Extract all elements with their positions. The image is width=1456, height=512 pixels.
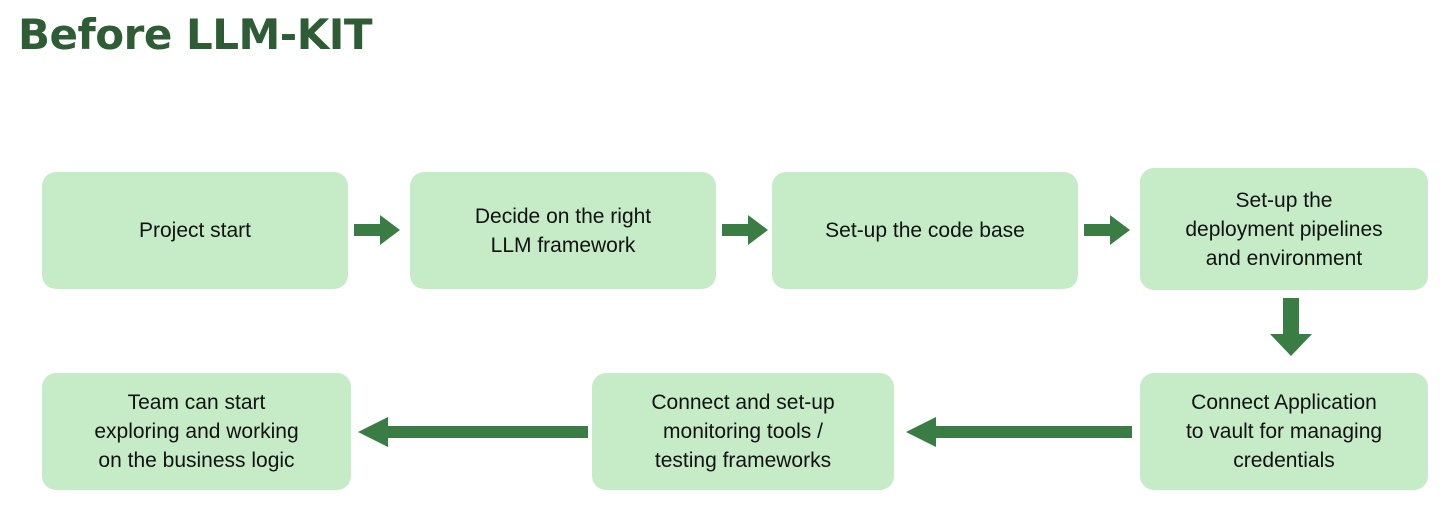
flow-node-decide-framework[interactable]: Decide on the right LLM framework: [410, 172, 716, 289]
flow-node-team-start[interactable]: Team can start exploring and working on …: [42, 373, 351, 490]
flow-node-label: Decide on the right LLM framework: [474, 204, 652, 257]
arrow-right-icon: [354, 214, 400, 246]
flow-node-label: Set-up the deployment pipelines and envi…: [1185, 188, 1383, 270]
page-title: Before LLM-KIT: [18, 10, 373, 59]
flow-node-label: Connect and set-up monitoring tools / te…: [651, 391, 835, 472]
arrow-down-icon: [1269, 298, 1313, 356]
flow-node-project-start[interactable]: Project start: [42, 172, 348, 289]
arrow-left-long-icon: [358, 416, 588, 448]
flow-node-label: Connect Application to vault for managin…: [1185, 391, 1383, 472]
flow-node-label: Project start: [138, 219, 252, 242]
flow-node-code-base[interactable]: Set-up the code base: [772, 172, 1078, 289]
flow-node-monitoring[interactable]: Connect and set-up monitoring tools / te…: [592, 373, 894, 490]
arrow-left-long-icon: [906, 416, 1132, 448]
arrow-right-icon: [1084, 214, 1130, 246]
flow-node-label: Set-up the code base: [825, 219, 1025, 242]
flow-node-vault[interactable]: Connect Application to vault for managin…: [1140, 373, 1428, 490]
flow-node-label: Team can start exploring and working on …: [94, 391, 299, 472]
flow-node-deployment[interactable]: Set-up the deployment pipelines and envi…: [1140, 168, 1428, 290]
arrow-right-icon: [722, 214, 768, 246]
